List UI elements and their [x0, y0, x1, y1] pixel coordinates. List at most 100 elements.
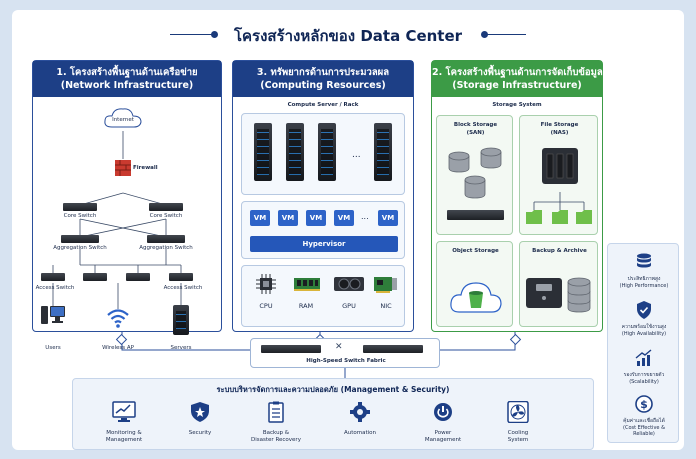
mgmt-label-backup-2: Disaster Recovery	[251, 437, 301, 443]
file-storage-label: File Storage	[540, 122, 579, 128]
hardware-box: CPU RAM GPU NIC	[241, 265, 405, 327]
users-computer-icon	[41, 306, 65, 324]
block-storage-label: Block Storage	[453, 122, 498, 128]
benefit-cost-en2: Reliable)	[633, 431, 655, 437]
title-dot-left	[211, 31, 218, 38]
vm-ellipsis: ...	[361, 212, 369, 221]
rack-server-1	[254, 123, 272, 181]
nic-icon	[374, 277, 397, 293]
internet-label: Internet	[112, 117, 134, 123]
wireless-ap-label: Wireless AP	[102, 345, 134, 351]
management-title: ระบบบริหารจัดการและความปลอดภัย (Manageme…	[216, 385, 450, 394]
access-switch-1	[41, 273, 65, 281]
core-switch-label-right: Core Switch	[149, 213, 183, 219]
gear-icon	[350, 402, 370, 422]
gpu-icon	[334, 277, 364, 291]
cloud-icon	[104, 108, 142, 128]
shield-check-icon	[637, 301, 651, 319]
mgmt-item-security: Security	[163, 401, 237, 437]
backup-archive-label: Backup & Archive	[532, 248, 587, 254]
storage-panel: 2. โครงสร้างพื้นฐานด้านการจัดเก็บข้อมูล …	[431, 60, 603, 332]
servers-label: Servers	[170, 345, 192, 351]
mgmt-item-automation: Automation	[323, 401, 397, 437]
access-switch-3	[126, 273, 150, 281]
mgmt-item-backup: Backup & Disaster Recovery	[239, 401, 313, 444]
storage-panel-header: 2. โครงสร้างพื้นฐานด้านการจัดเก็บข้อมูล …	[432, 61, 603, 97]
vm-block-2: VM	[278, 210, 298, 226]
ram-label: RAM	[298, 302, 314, 310]
title-rule-right	[486, 34, 526, 35]
san-switch	[447, 210, 504, 220]
benefit-availability-th: ความพร้อมใช้งานสูง	[621, 324, 667, 330]
object-storage-box: Object Storage	[436, 241, 513, 327]
aggregation-switch-right	[147, 235, 185, 243]
nas-device-icon	[542, 148, 578, 184]
cpu-icon	[256, 274, 276, 294]
shield-icon	[191, 402, 209, 422]
benefit-performance-th: ประสิทธิภาพสูง	[627, 276, 661, 282]
computing-title-en: (Computing Resources)	[260, 80, 386, 91]
core-switch-right	[149, 203, 183, 211]
gpu-label: GPU	[342, 302, 356, 310]
computing-panel: 3. ทรัพยากรด้านการประมวลผล (Computing Re…	[232, 60, 414, 332]
network-title-th: 1. โครงสร้างพื้นฐานด้านเครือข่าย	[56, 67, 198, 78]
users-label: Users	[45, 345, 61, 351]
database-icon	[637, 253, 651, 268]
rack-server-4	[374, 123, 392, 181]
core-switch-left	[63, 203, 97, 211]
firewall-label: Firewall	[133, 165, 158, 171]
computing-title-th: 3. ทรัพยากรด้านการประมวลผล	[256, 67, 390, 78]
firewall-icon	[115, 160, 131, 176]
storage-title-en: (Storage Infrastructure)	[452, 80, 582, 91]
vm-block-1: VM	[250, 210, 270, 226]
access-switch-label-left: Access Switch	[35, 285, 75, 291]
fabric-cross-icon: ✕	[335, 342, 343, 352]
file-storage-box: File Storage (NAS)	[519, 115, 598, 235]
management-panel: ระบบบริหารจัดการและความปลอดภัย (Manageme…	[72, 378, 594, 450]
clipboard-icon	[268, 401, 284, 423]
mgmt-label-cooling-2: System	[507, 437, 529, 443]
rack-server-2	[286, 123, 304, 181]
storage-system-label: Storage System	[492, 102, 542, 108]
switch-fabric-box: ✕ High-Speed Switch Fabric	[250, 338, 440, 368]
benefits-panel: ประสิทธิภาพสูง (High Performance) ความพร…	[607, 243, 679, 443]
aggregation-switch-left	[61, 235, 99, 243]
aggregation-switch-label-right: Aggregation Switch	[139, 245, 193, 251]
svg-text:$: $	[640, 398, 648, 411]
network-title-en: (Network Infrastructure)	[60, 80, 194, 91]
virtualization-box: VM VM VM VM ... VM Hypervisor	[241, 201, 405, 259]
network-panel: 1. โครงสร้างพื้นฐานด้านเครือข่าย (Networ…	[32, 60, 222, 351]
benefit-scalability-th: รองรับการขยายตัว	[623, 372, 665, 378]
rack-box: ...	[241, 113, 405, 195]
mgmt-label-monitoring-1: Monitoring &	[106, 430, 142, 436]
mgmt-item-power: Power Management	[406, 401, 480, 444]
database-cluster-icon	[448, 147, 502, 199]
dollar-icon: $	[635, 395, 653, 413]
benefit-performance: ประสิทธิภาพสูง (High Performance)	[608, 252, 680, 289]
wifi-icon	[107, 309, 129, 328]
core-switch-label-left: Core Switch	[63, 213, 97, 219]
archive-device-icon	[526, 277, 591, 313]
benefit-scalability: รองรับการขยายตัว (Scalability)	[608, 348, 680, 385]
block-storage-box: Block Storage (SAN)	[436, 115, 513, 235]
title-rule-left	[170, 34, 214, 35]
file-storage-sub: (NAS)	[550, 130, 569, 136]
vm-block-3: VM	[306, 210, 326, 226]
vm-block-4: VM	[334, 210, 354, 226]
mgmt-item-monitoring: Monitoring & Management	[87, 401, 161, 444]
page-title: โครงสร้างหลักของ Data Center	[233, 27, 463, 45]
mgmt-label-backup-1: Backup &	[262, 430, 290, 436]
fan-icon	[507, 400, 529, 424]
fabric-switch-left	[261, 345, 321, 353]
fabric-label: High-Speed Switch Fabric	[306, 358, 386, 364]
network-panel-header: 1. โครงสร้างพื้นฐานด้านเครือข่าย (Networ…	[33, 61, 221, 97]
access-switch-2	[83, 273, 107, 281]
benefit-scalability-en: (Scalability)	[629, 378, 659, 385]
mgmt-label-power-1: Power	[434, 430, 452, 436]
access-switch-label-right: Access Switch	[163, 285, 203, 291]
cpu-label: CPU	[259, 302, 273, 310]
rack-server-3	[318, 123, 336, 181]
benefit-cost-en: (Cost Effective &	[623, 424, 665, 431]
aggregation-switch-label-left: Aggregation Switch	[53, 245, 107, 251]
hypervisor-bar: Hypervisor	[250, 236, 398, 252]
